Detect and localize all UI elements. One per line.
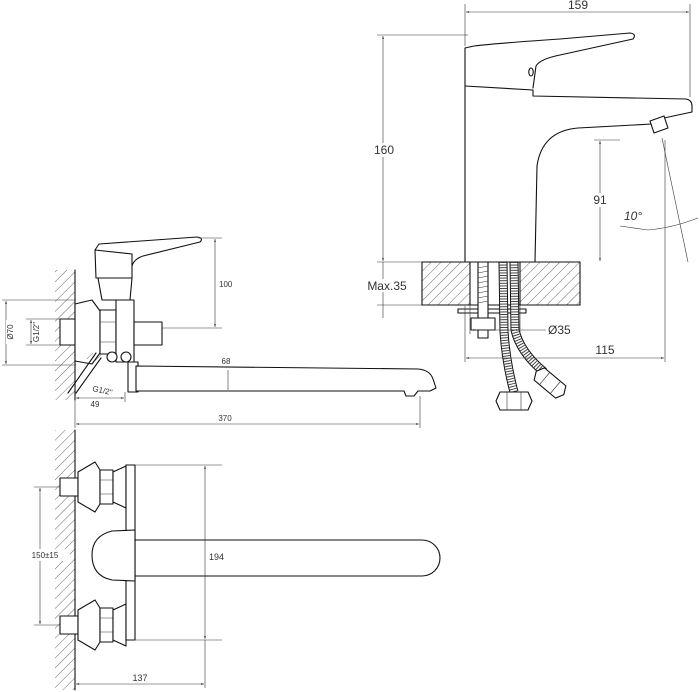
- nut-lines: [100, 321, 116, 343]
- hose-b-nut-group: [533, 367, 567, 399]
- countertop-section: [421, 261, 581, 306]
- dim-label-spout-offset: 68: [222, 357, 231, 366]
- inlet-stub-upper: [59, 477, 79, 497]
- hose-a-nut: [495, 391, 533, 411]
- thread-wedge: [84, 352, 102, 362]
- faucet-handle-lever: [464, 32, 635, 89]
- ext-line: [34, 486, 60, 626]
- dim-label-spout-height: 91: [593, 193, 607, 207]
- label-backdrop: [592, 193, 609, 207]
- outlet-stub: [133, 321, 163, 346]
- dim-label-height: 160: [374, 143, 394, 157]
- ext-line: [469, 305, 521, 334]
- dim-label-spout-length: 370: [218, 414, 232, 423]
- dim-label-reach: 115: [595, 343, 614, 357]
- ext-line: [162, 237, 222, 329]
- dim-label-thread-bottom: G1/2": [92, 384, 114, 397]
- angle-line: [661, 137, 689, 263]
- nut-lower: [99, 607, 114, 643]
- dim-label-centers: 150±15: [32, 551, 59, 560]
- handle-pivot: [528, 67, 534, 77]
- threaded-stud: [477, 261, 489, 339]
- handle-cap-line: [464, 85, 534, 91]
- handle-base: [97, 277, 133, 301]
- dim-label-body-depth: 49: [91, 400, 100, 409]
- faucet-spout: [532, 89, 693, 263]
- long-spout-plan: [134, 539, 441, 577]
- countertop-hatch-right: [520, 262, 580, 305]
- wall-mixer-side-dimensions: 100 Ø70 G1/2" 68 G1/2" 49 370: [2, 237, 421, 428]
- dim-label-max-counter: Max.35: [367, 279, 407, 293]
- cone-lower: [112, 603, 127, 647]
- dim-label-plan-depth: 137: [132, 673, 147, 683]
- handle-plan: [91, 529, 136, 582]
- nut-lines: [100, 617, 113, 633]
- handle-lever: [94, 236, 202, 267]
- handle-cylinder: [94, 249, 133, 279]
- label-backdrop: [6, 320, 15, 344]
- dim-label-width: 159: [568, 0, 588, 12]
- flange-upper: [77, 461, 101, 513]
- ext-line: [135, 464, 222, 641]
- wall-mixer-top-view: [55, 429, 441, 691]
- dim-label-flange: Ø70: [6, 324, 15, 340]
- hose-a-nut-lines: [506, 392, 522, 410]
- dim-label-angle: 10°: [624, 209, 642, 223]
- wall-mixer-top-dimensions: 150±15 194 137: [20, 464, 224, 688]
- wall-mixer-side-view: [55, 236, 437, 401]
- angle-leader: [619, 225, 649, 231]
- mounting-washer: [457, 308, 527, 314]
- label-backdrop: [20, 549, 70, 561]
- countertop-outline: [421, 261, 581, 306]
- basin-faucet-side-view: [464, 32, 693, 263]
- stud-nut: [470, 317, 496, 331]
- ext-line: [2, 299, 76, 366]
- ext-line: [74, 396, 421, 428]
- diverter-knob: [106, 351, 118, 363]
- label-backdrop: [370, 143, 398, 157]
- dim-label-hole: Ø35: [548, 323, 571, 337]
- inlet-stub-lower: [59, 615, 79, 635]
- long-spout: [135, 365, 437, 397]
- dim-label-handle-height: 100: [219, 280, 233, 289]
- nut-lines: [100, 479, 113, 495]
- stud-threads: [477, 265, 489, 304]
- hose-b-nut: [533, 367, 567, 399]
- label-backdrop: [362, 279, 412, 292]
- ext-line: [26, 318, 60, 346]
- eccentric-nut: [99, 309, 117, 355]
- countertop-hatch-left: [422, 262, 470, 305]
- dim-label-thread-left: G1/2": [32, 322, 41, 342]
- angle-arc: [647, 217, 699, 231]
- dim-label-plan-height: 194: [209, 552, 224, 562]
- aerator: [649, 115, 669, 134]
- nut-upper: [99, 469, 114, 505]
- hose-b-nut-lines: [539, 372, 561, 394]
- diverter-knob: [120, 351, 132, 363]
- basin-dimensions: 159 160 Max.35 91 10° Ø35 115: [362, 0, 699, 362]
- flange-lower: [77, 599, 101, 651]
- cone-upper: [112, 465, 127, 509]
